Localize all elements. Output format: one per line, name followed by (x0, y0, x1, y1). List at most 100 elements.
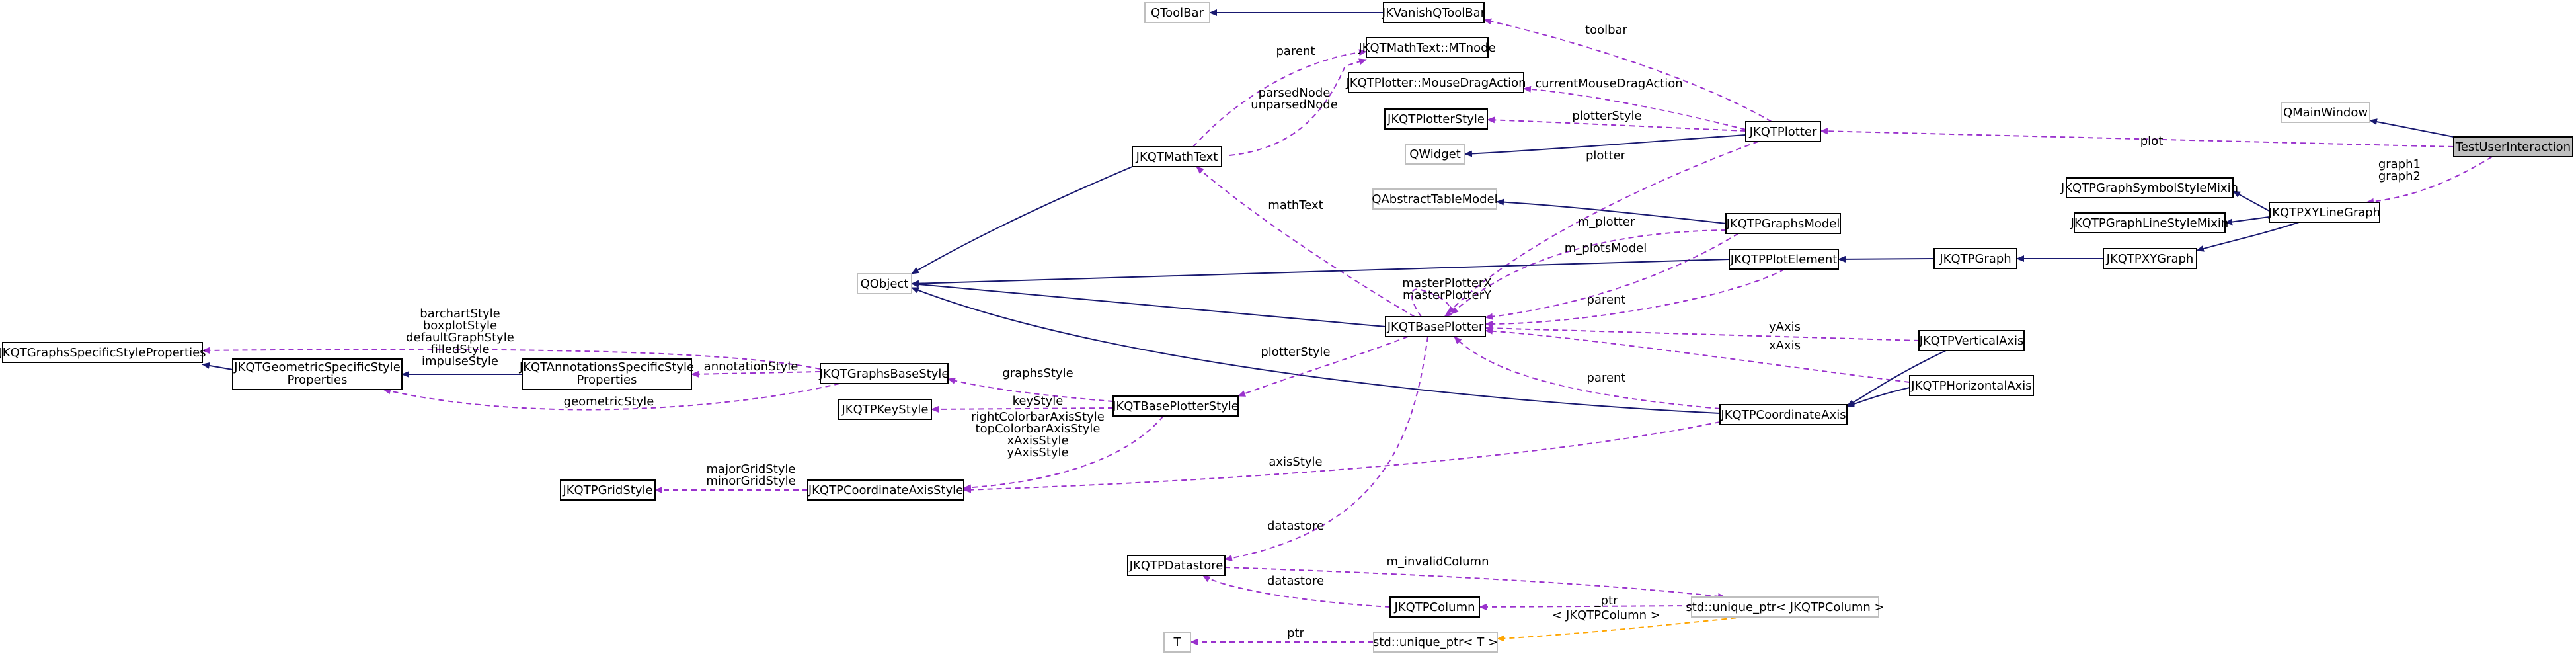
class-node-baseplotterstyle[interactable]: JKQTBasePlotterStyle (1112, 395, 1239, 417)
edge-label-parent-mt: parent (1276, 44, 1315, 58)
usage-edge (1202, 575, 1391, 608)
edge-label-line: m_plotsModel (1565, 241, 1647, 255)
class-node-qobject[interactable]: QObject (857, 273, 912, 294)
class-box (2269, 202, 2380, 223)
class-box (2074, 212, 2226, 233)
class-name: JKQTPVerticalAxis (1919, 334, 2024, 348)
class-node-graphsspecific[interactable]: JKQTGraphsSpecificStyleProperties (0, 342, 206, 363)
class-node-xygraph[interactable]: JKQTPXYGraph (2103, 248, 2197, 269)
class-node-qtoolbar[interactable]: QToolBar (1144, 2, 1210, 23)
inheritance-edge (2196, 222, 2300, 252)
class-node-mousedrag[interactable]: JKQTPlotter::MouseDragAction (1345, 72, 1526, 93)
class-box (2453, 136, 2573, 157)
class-node-graph[interactable]: JKQTPGraph (1933, 248, 2017, 269)
class-node-plotterstyle[interactable]: JKQTPlotterStyle (1384, 108, 1488, 130)
class-node-datastore[interactable]: JKQTPDatastore (1127, 555, 1226, 576)
usage-edge (1450, 229, 1727, 315)
class-node-t[interactable]: T (1163, 632, 1191, 653)
class-node-symbolmixin[interactable]: JKQTPGraphSymbolStyleMixin (2060, 177, 2238, 198)
edge-label-yaxis: yAxis (1769, 320, 1801, 334)
edge-label-plotterstyle2: plotterStyle (1261, 345, 1330, 359)
edge-label-m-plotter: m_plotter (1578, 215, 1635, 229)
class-node-mathtext[interactable]: JKQTMathText (1132, 146, 1222, 167)
class-node-testui[interactable]: TestUserInteraction (2453, 136, 2573, 157)
class-node-mtnode[interactable]: JKQTMathText::MTnode (1358, 37, 1496, 58)
class-node-uniqueptrt[interactable]: std::unique_ptr< T > (1373, 632, 1498, 653)
class-name: JKQTPDatastore (1129, 559, 1224, 573)
class-node-keystyle[interactable]: JKQTPKeyStyle (838, 399, 932, 420)
class-box (1163, 632, 1191, 653)
class-node-column[interactable]: JKQTPColumn (1389, 596, 1480, 618)
edge-label-line: graph1 (2378, 157, 2421, 171)
edge-label-line: geometricStyle (564, 395, 654, 409)
edge-label-line: impulseStyle (422, 354, 498, 368)
class-node-linemixin[interactable]: JKQTPGraphLineStyleMixin (2070, 212, 2229, 233)
usage-edge (1224, 567, 1726, 600)
usage-edge (1411, 288, 1452, 317)
class-name: JKQTPGraphLineStyleMixin (2070, 216, 2229, 230)
inheritance-edge (911, 281, 1386, 327)
class-box (1372, 188, 1497, 210)
class-node-coordaxisstyle[interactable]: JKQTPCoordinateAxisStyle (807, 479, 964, 501)
class-node-qmainwindow[interactable]: QMainWindow (2281, 102, 2370, 123)
usage-edge (1485, 233, 1739, 320)
class-node-uniqueptrcol[interactable]: std::unique_ptr< JKQTPColumn > (1686, 596, 1885, 618)
class-box (560, 479, 656, 501)
class-box (1144, 2, 1210, 23)
class-name: QAbstractTableModel (1372, 192, 1497, 206)
edge-label-line: m_plotter (1578, 215, 1635, 229)
class-name: QObject (861, 277, 909, 291)
edge-label-line: majorGridStyle (707, 462, 796, 476)
class-node-gridstyle[interactable]: JKQTPGridStyle (560, 479, 656, 501)
class-name-line: JKQTGeometricSpecificStyle (233, 360, 401, 374)
inheritance-edge (1496, 198, 1727, 224)
class-name: QToolBar (1151, 6, 1204, 20)
class-name: JKQTGraphsBaseStyle (819, 367, 949, 381)
class-node-qwidget[interactable]: QWidget (1405, 144, 1465, 165)
class-name: JKQTPlotter::MouseDragAction (1345, 76, 1526, 90)
class-name: T (1173, 636, 1182, 649)
edge-label-line: xAxis (1769, 339, 1801, 352)
class-node-vertaxis[interactable]: JKQTPVerticalAxis (1918, 330, 2025, 351)
edge-label-line: unparsedNode (1251, 98, 1338, 112)
edge-label-line: < JKQTPColumn > (1552, 608, 1660, 622)
class-node-horizaxis[interactable]: JKQTPHorizontalAxis (1909, 375, 2034, 396)
class-node-xylinegraph[interactable]: JKQTPXYLineGraph (2268, 202, 2380, 223)
class-node-graphsmodel[interactable]: JKQTPGraphsModel (1725, 213, 1841, 234)
class-name: JKQTMathText (1136, 150, 1218, 164)
edges-layer (202, 9, 2493, 645)
usage-edge (1454, 336, 1721, 409)
class-box (1725, 213, 1841, 234)
class-node-vanish[interactable]: JKVanishQToolBar (1382, 2, 1486, 23)
edge-label-line: m_invalidColumn (1387, 555, 1489, 569)
usage-edge (1523, 85, 1746, 130)
class-box (1729, 249, 1839, 270)
usage-edge (931, 405, 1114, 413)
class-node-qabstract[interactable]: QAbstractTableModel (1372, 188, 1498, 210)
class-box (1385, 316, 1486, 337)
class-name: JKQTMathText::MTnode (1358, 41, 1495, 55)
edge-label-line: boxplotStyle (423, 319, 497, 333)
class-node-coordaxis[interactable]: JKQTPCoordinateAxis (1719, 404, 1848, 425)
class-box (2103, 248, 2197, 269)
inheritance-edge (911, 166, 1133, 274)
class-node-plotelement[interactable]: JKQTPPlotElement (1729, 249, 1839, 270)
class-node-graphsbase[interactable]: JKQTGraphsBaseStyle (819, 363, 949, 384)
class-node-jkqtplotter[interactable]: JKQTPlotter (1745, 121, 1821, 142)
class-name: JKQTPHorizontalAxis (1910, 379, 2031, 393)
class-name: std::unique_ptr< JKQTPColumn > (1686, 600, 1884, 614)
class-name: JKVanishQToolBar (1382, 6, 1486, 20)
class-node-baseplotter[interactable]: JKQTBasePlotter (1385, 316, 1486, 337)
class-name: TestUserInteraction (2455, 140, 2571, 154)
edge-label-line: minorGridStyle (706, 474, 795, 488)
inheritance-edge (1846, 387, 1910, 407)
